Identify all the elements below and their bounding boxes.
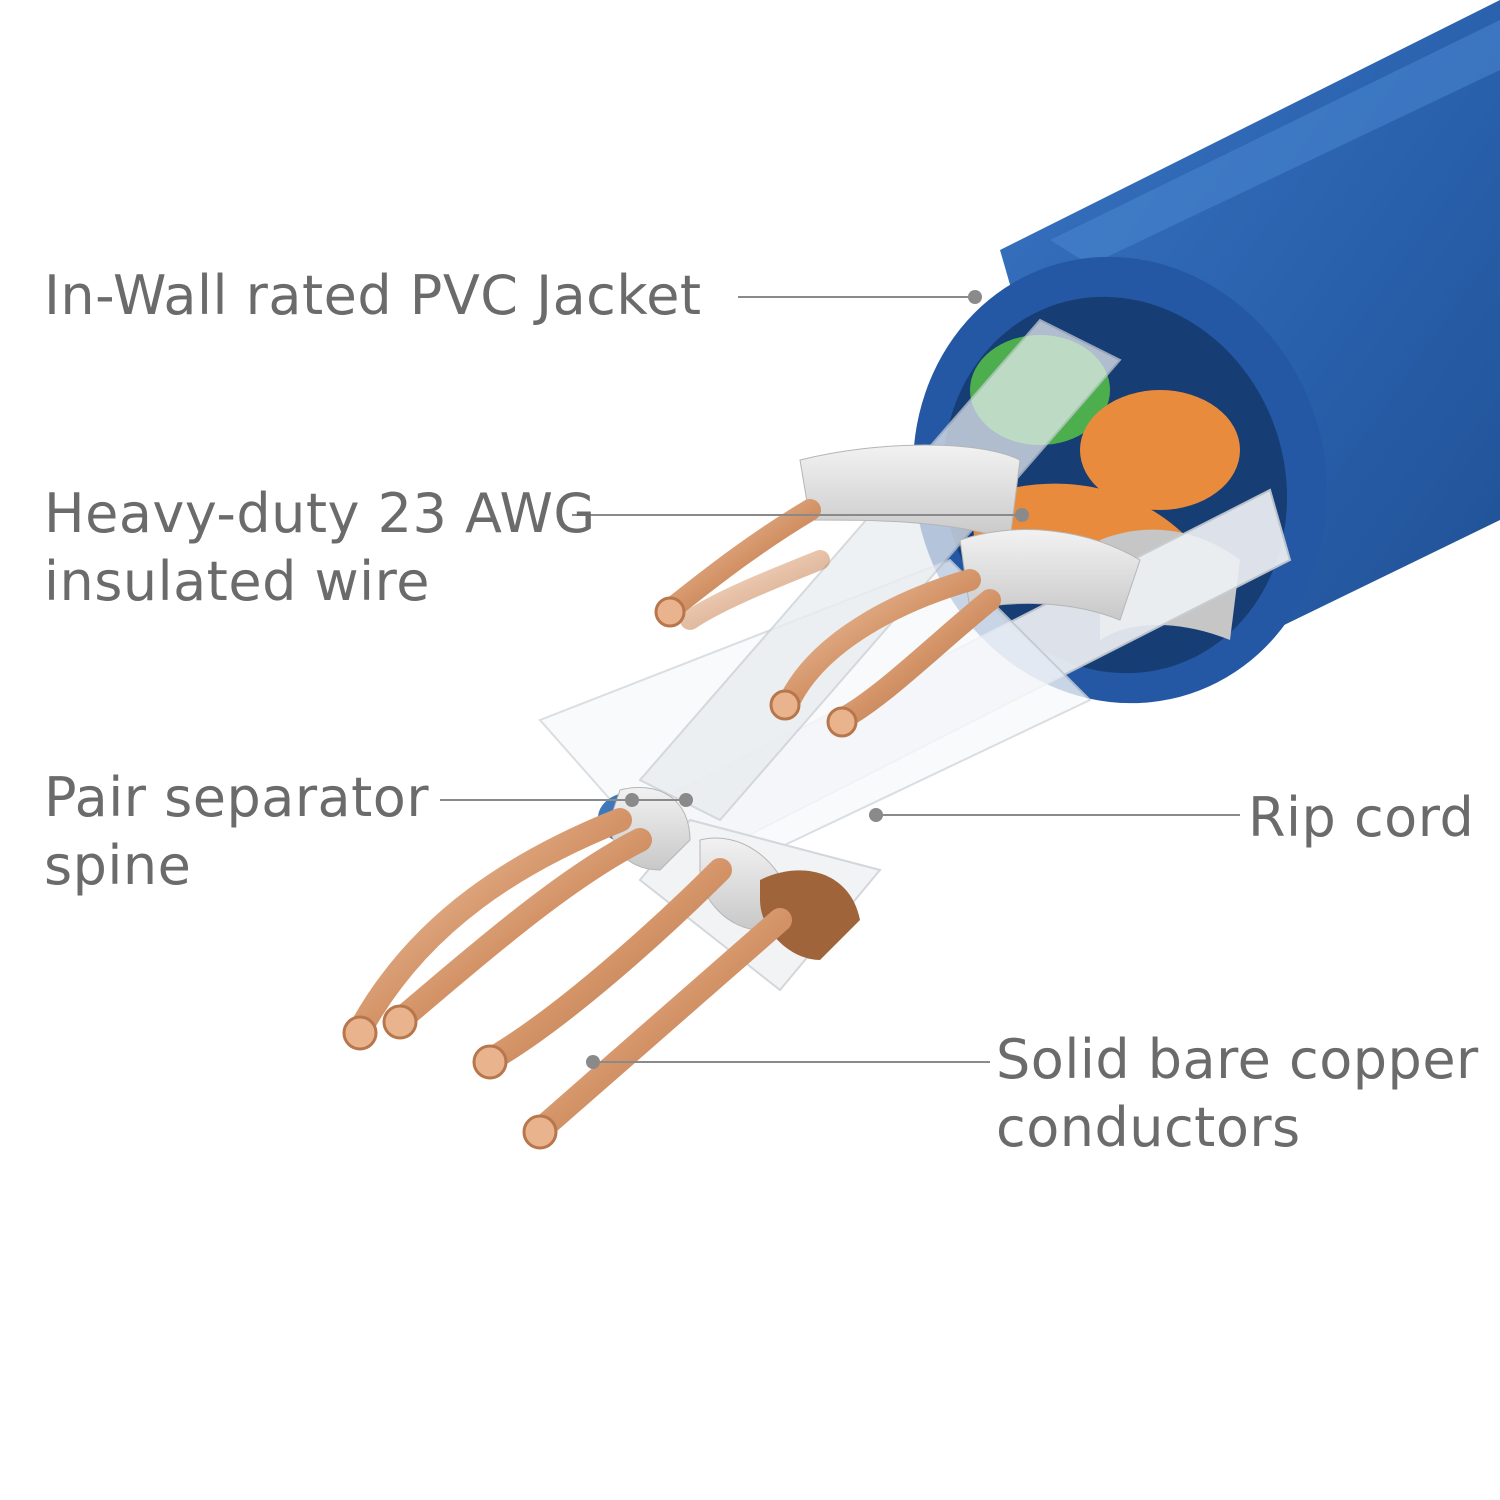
copper-conductors (348, 499, 1001, 1142)
conductor-ends (342, 596, 858, 1150)
label-line: Heavy-duty 23 AWG (44, 482, 596, 545)
label-line: insulated wire (44, 550, 430, 613)
label-line: Pair separator (44, 766, 430, 829)
label-line: Solid bare copper (996, 1028, 1479, 1091)
label-rip-cord: Rip cord (1248, 784, 1474, 852)
label-line: conductors (996, 1096, 1301, 1159)
label-pair-separator: Pair separator spine (44, 764, 429, 900)
leader-dots (586, 290, 1029, 1069)
label-line: Rip cord (1248, 786, 1475, 849)
label-copper-conductors: Solid bare copper conductors (996, 1026, 1479, 1162)
leader-lines (440, 296, 1240, 1063)
label-insulated-wire: Heavy-duty 23 AWG insulated wire (44, 480, 596, 616)
label-pvc-jacket: In-Wall rated PVC Jacket (44, 262, 702, 330)
label-line: spine (44, 834, 192, 897)
label-line: In-Wall rated PVC Jacket (44, 264, 702, 327)
